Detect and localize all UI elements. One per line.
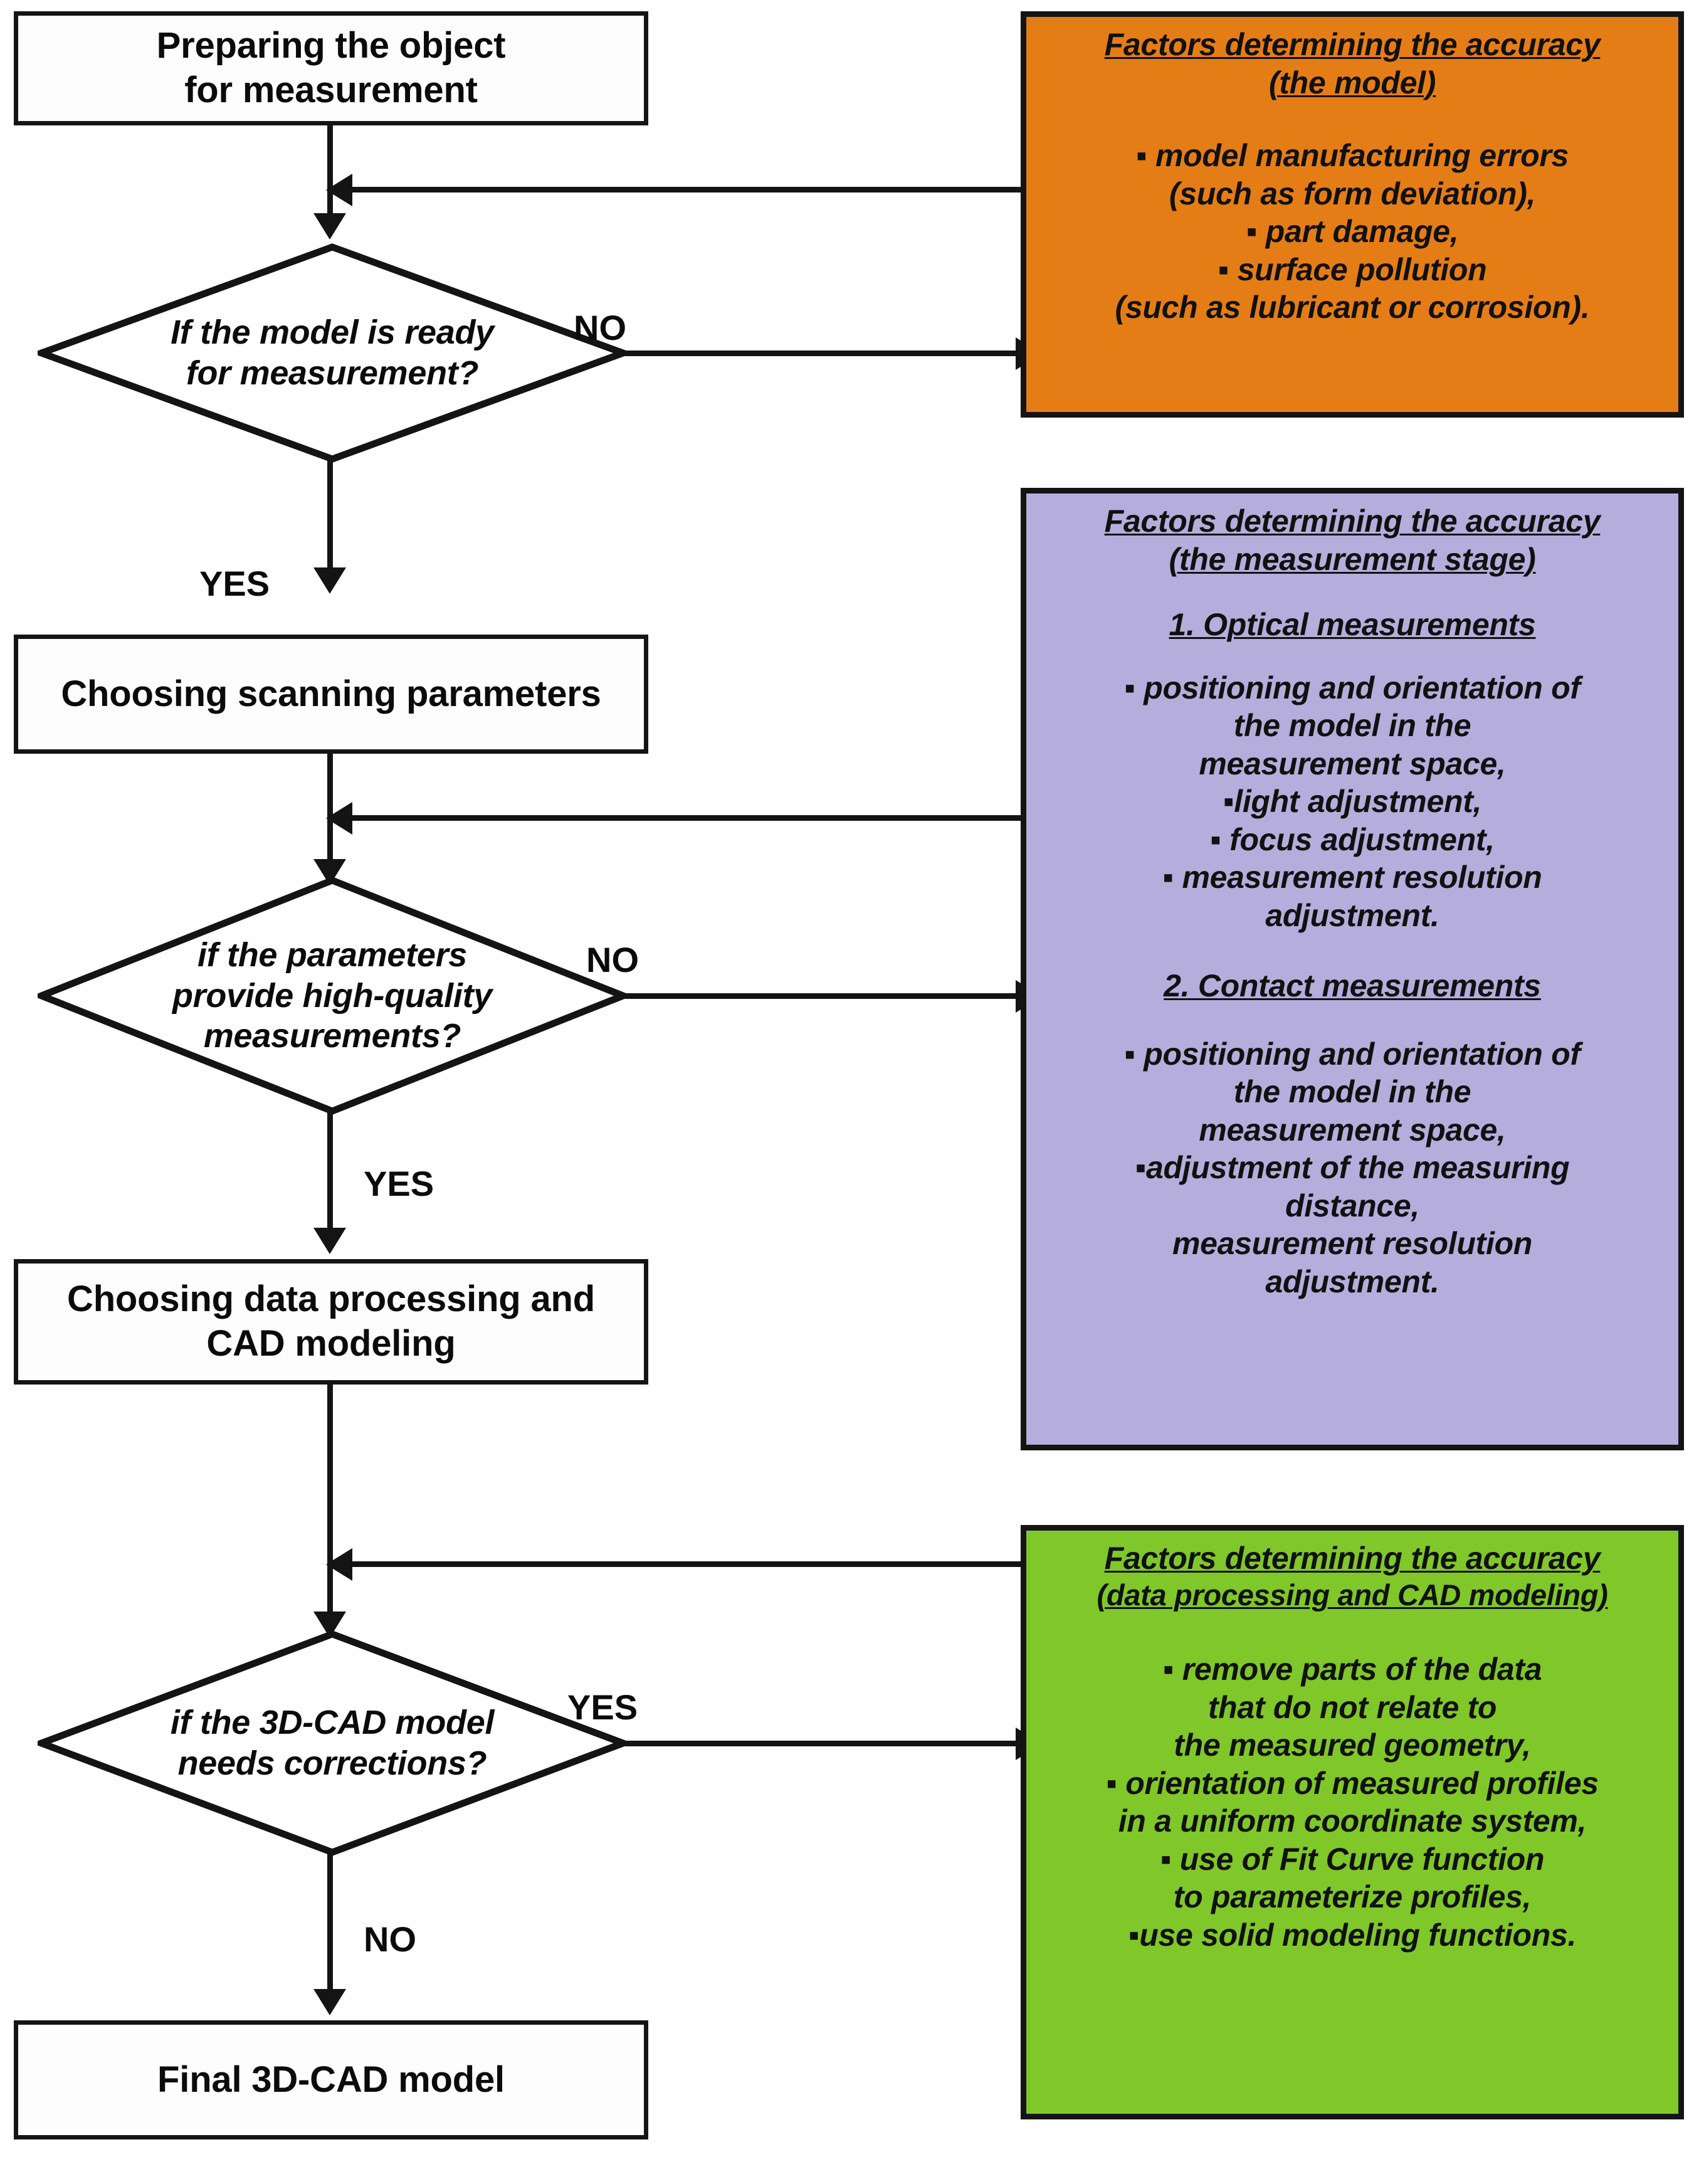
panel-measurement-section2-heading: 2. Contact measurements (1164, 968, 1541, 1003)
decision-model-ready[interactable]: If the model is ready for measurement? (38, 243, 627, 463)
panel-measurement-s1-item-6: adjustment. (1265, 897, 1439, 933)
panel-measurement-s2-item-4: distance, (1285, 1188, 1420, 1223)
arrowhead-decision3-no (313, 1989, 346, 2015)
panel-cad-item-6: to parameterize profiles, (1173, 1879, 1532, 1915)
panel-cad-item-0: ▪ remove parts of the data (1162, 1652, 1542, 1687)
connector-decision3-no (327, 1851, 333, 1998)
panel-cad-title-line1: Factors determining the accuracy (1104, 1541, 1601, 1576)
panel-measurement-s2-item-3: ▪adjustment of the measuring (1135, 1150, 1570, 1185)
process-processing-line1: Choosing data processing and (67, 1279, 595, 1320)
panel-cad-item-2: the measured geometry, (1174, 1728, 1531, 1763)
decision-cad-corrections-shape (38, 1630, 627, 1856)
process-box-data-processing[interactable]: Choosing data processing and CAD modelin… (14, 1259, 648, 1385)
panel-model-title-line1: Factors determining the accuracy (1104, 27, 1601, 62)
connector-processing-to-decision3 (327, 1385, 333, 1626)
panel-cad-title-line2: (data processing and CAD modeling) (1097, 1578, 1608, 1612)
panel-measurement-s2-item-5: measurement resolution (1172, 1226, 1533, 1261)
panel-measurement-factors[interactable]: Factors determining the accuracy (the me… (1021, 488, 1684, 1450)
process-box-final[interactable]: Final 3D-CAD model (14, 2020, 648, 2139)
connector-prepare-to-decision1 (327, 125, 333, 219)
edge-label-no-1: NO (574, 308, 626, 347)
feedback-line-measurement-panel (351, 815, 1021, 821)
edge-label-yes-1: YES (199, 564, 270, 603)
panel-model-factors[interactable]: Factors determining the accuracy (the mo… (1021, 11, 1684, 418)
decision-cad-corrections[interactable]: if the 3D-CAD model needs corrections? (38, 1630, 627, 1856)
connector-decision2-no (618, 993, 1022, 999)
decision-params-quality[interactable]: if the parameters provide high-quality m… (38, 877, 627, 1115)
process-processing-line2: CAD modeling (206, 1323, 456, 1364)
panel-measurement-s1-item-1: the model in the (1233, 708, 1471, 743)
panel-cad-item-7: ▪use solid modeling functions. (1128, 1917, 1577, 1953)
arrowhead-feedback-cad-panel (326, 1548, 352, 1581)
process-box-prepare[interactable]: Preparing the object for measurement (14, 11, 648, 125)
panel-measurement-section1-heading: 1. Optical measurements (1169, 607, 1536, 642)
arrowhead-prepare-to-decision1 (313, 213, 346, 240)
panel-cad-factors[interactable]: Factors determining the accuracy (data p… (1021, 1525, 1684, 2119)
edge-label-no-2: NO (586, 940, 639, 979)
connector-decision1-yes (327, 458, 333, 577)
panel-measurement-s2-item-0: ▪ positioning and orientation of (1124, 1036, 1581, 1072)
process-prepare-line1: Preparing the object (156, 25, 506, 66)
panel-measurement-spacer-4 (1038, 1005, 1667, 1035)
process-final-line1: Final 3D-CAD model (157, 2059, 505, 2100)
connector-decision3-yes (618, 1741, 1022, 1746)
decision-model-ready-shape (38, 243, 627, 463)
connector-decision1-no (618, 351, 1022, 356)
arrowhead-feedback-measurement-panel (326, 802, 352, 835)
panel-measurement-spacer-3 (1038, 934, 1667, 967)
process-scanning-line1: Choosing scanning parameters (61, 673, 601, 714)
panel-measurement-spacer-1 (1038, 578, 1667, 606)
panel-model-item-3: ▪ surface pollution (1218, 251, 1487, 287)
panel-measurement-s1-item-3: ▪light adjustment, (1223, 784, 1482, 819)
panel-measurement-spacer-2 (1038, 644, 1667, 669)
panel-measurement-title-line1: Factors determining the accuracy (1104, 504, 1601, 539)
process-prepare-line2: for measurement (184, 70, 478, 110)
panel-measurement-s1-item-2: measurement space, (1199, 746, 1506, 781)
panel-model-title-line2: (the model) (1268, 65, 1436, 100)
panel-model-spacer (1038, 102, 1667, 137)
panel-measurement-title-line2: (the measurement stage) (1169, 541, 1536, 577)
feedback-line-cad-panel (351, 1561, 1021, 1567)
panel-model-item-0: ▪ model manufacturing errors (1135, 138, 1569, 173)
edge-label-no-3: NO (364, 1919, 416, 1959)
panel-model-item-2: ▪ part damage, (1246, 214, 1459, 249)
panel-measurement-s2-item-6: adjustment. (1265, 1263, 1439, 1299)
arrowhead-decision2-yes (313, 1228, 346, 1254)
arrowhead-decision1-yes (313, 567, 346, 594)
panel-measurement-s1-item-0: ▪ positioning and orientation of (1124, 670, 1581, 705)
panel-cad-spacer (1038, 1613, 1667, 1650)
panel-measurement-s1-item-5: ▪ measurement resolution (1162, 860, 1542, 895)
connector-decision2-yes (327, 1111, 333, 1237)
panel-measurement-s1-item-4: ▪ focus adjustment, (1210, 821, 1495, 857)
panel-model-item-1: (such as form deviation), (1169, 176, 1536, 211)
panel-measurement-s2-item-1: the model in the (1233, 1074, 1471, 1109)
panel-model-item-4: (such as lubricant or corrosion). (1115, 290, 1590, 325)
panel-cad-item-5: ▪ use of Fit Curve function (1160, 1841, 1545, 1877)
panel-cad-item-4: in a uniform coordinate system, (1118, 1803, 1587, 1839)
feedback-line-model-panel (351, 187, 1021, 193)
panel-cad-item-3: ▪ orientation of measured profiles (1106, 1765, 1599, 1801)
edge-label-yes-3: YES (567, 1687, 638, 1727)
panel-measurement-s2-item-2: measurement space, (1199, 1112, 1506, 1147)
process-box-scanning[interactable]: Choosing scanning parameters (14, 635, 648, 754)
arrowhead-feedback-model-panel (326, 174, 352, 206)
panel-cad-item-1: that do not relate to (1207, 1689, 1497, 1725)
edge-label-yes-2: YES (364, 1164, 434, 1203)
decision-params-quality-shape (38, 877, 627, 1115)
